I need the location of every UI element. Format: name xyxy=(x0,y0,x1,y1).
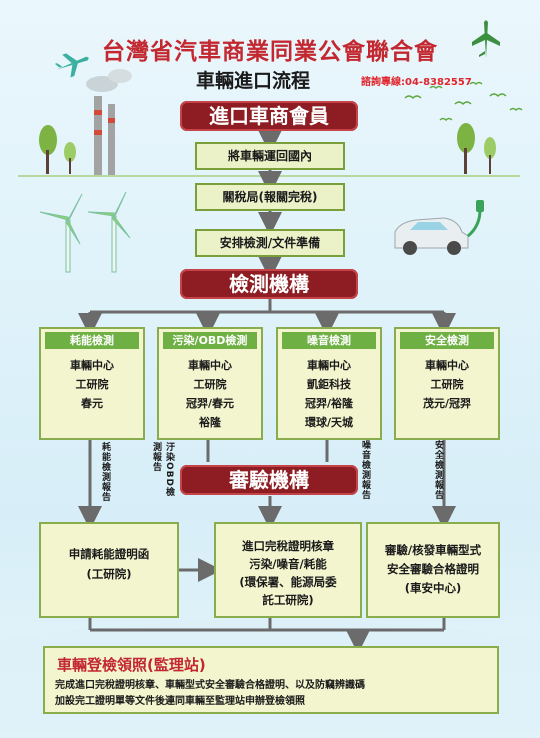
final-title: 車輛登檢領照(監理站) xyxy=(57,656,206,674)
final-line: 加設完工證明單等文件後連同車輛至監理站申辦登檢領照 xyxy=(55,696,305,707)
stage-banner-importer: 進口車商會員 xyxy=(180,101,358,131)
agency-line: 冠羿/裕隆 xyxy=(304,397,354,410)
report-label-pollution: 汙染OBD檢測報告 xyxy=(151,442,174,497)
agency-card-pollution: 污染/OBD檢測 車輛中心 工研院 冠羿/春元 裕隆 xyxy=(157,327,263,440)
agency-line: 車輛中心 xyxy=(188,359,232,372)
agency-line: 工研院 xyxy=(75,378,109,391)
report-label-safety: 安全檢測報告 xyxy=(433,440,443,500)
poster-subtitle: 車輛進口流程 xyxy=(196,70,311,92)
box-line: 申請耗能證明函 xyxy=(68,547,150,561)
agency-line: 車輛中心 xyxy=(70,359,114,372)
factory-chimney-icon xyxy=(86,69,132,176)
box-line: (工研院) xyxy=(86,567,132,581)
agency-line: 春元 xyxy=(81,397,103,410)
final-line: 完成進口完稅證明核章、車輛型式安全審驗合格證明、以及防竊辨識碼 xyxy=(55,680,365,691)
report-label-noise: 噪音檢測報告 xyxy=(360,440,370,500)
box-safety-certificate: 審驗/核發車輛型式 安全審驗合格證明 (車安中心) xyxy=(366,522,500,618)
agency-line: 冠羿/春元 xyxy=(185,397,235,410)
step-arrange-testing: 安排檢測/文件準備 xyxy=(195,229,345,257)
agency-line: 工研院 xyxy=(430,378,464,391)
agency-line: 凱鉅科技 xyxy=(307,378,351,391)
contact-hotline: 諮詢專線:04-8382557 xyxy=(361,77,472,88)
agency-line: 車輛中心 xyxy=(307,359,351,372)
report-label-energy: 耗能檢測報告 xyxy=(100,442,110,502)
box-line: (車安中心) xyxy=(404,581,462,595)
agency-line: 車輛中心 xyxy=(425,359,469,372)
agency-card-noise: 噪音檢測 車輛中心 凱鉅科技 冠羿/裕隆 環球/天城 xyxy=(276,327,382,440)
birds-icon xyxy=(404,81,523,122)
agency-line: 茂元/冠羿 xyxy=(422,397,472,410)
agency-card-energy: 耗能檢測 車輛中心 工研院 春元 xyxy=(39,327,145,440)
agency-line: 工研院 xyxy=(193,378,227,391)
agency-card-header: 耗能檢測 xyxy=(45,332,139,349)
box-line: 安全審驗合格證明 xyxy=(387,562,479,576)
airplane-icon xyxy=(54,53,89,78)
box-line: 審驗/核發車輛型式 xyxy=(384,543,482,557)
box-energy-certificate: 申請耗能證明函 (工研院) xyxy=(39,522,179,618)
agency-card-header: 安全檢測 xyxy=(400,332,494,349)
electric-car-icon xyxy=(394,200,484,255)
box-final-registration: 車輛登檢領照(監理站) 完成進口完稅證明核章、車輛型式安全審驗合格證明、以及防竊… xyxy=(43,646,499,714)
agency-card-header: 噪音檢測 xyxy=(282,332,376,349)
step-ship-vehicle: 將車輛運回國內 xyxy=(195,142,345,170)
agency-card-safety: 安全檢測 車輛中心 工研院 茂元/冠羿 xyxy=(394,327,500,440)
airplane-icon xyxy=(472,20,500,58)
agency-line: 環球/天城 xyxy=(304,416,354,429)
box-line: 託工研院) xyxy=(262,593,314,607)
agency-line: 裕隆 xyxy=(199,416,221,429)
step-customs-clearance: 關稅局(報關完稅) xyxy=(195,183,345,211)
box-line: 進口完稅證明核章 xyxy=(242,539,334,553)
stage-banner-review: 審驗機構 xyxy=(180,465,358,495)
wind-turbine-icon xyxy=(39,191,131,273)
tree-icon xyxy=(39,123,496,174)
box-line: (環保署、能源局委 xyxy=(239,575,337,589)
agency-card-header: 污染/OBD檢測 xyxy=(163,332,257,349)
poster-title: 台灣省汽車商業同業公會聯合會 xyxy=(102,39,438,65)
box-line: 污染/噪音/耗能 xyxy=(249,557,327,571)
stage-banner-testing: 檢測機構 xyxy=(180,269,358,299)
box-tax-certificate: 進口完稅證明核章 污染/噪音/耗能 (環保署、能源局委 託工研院) xyxy=(214,522,362,618)
